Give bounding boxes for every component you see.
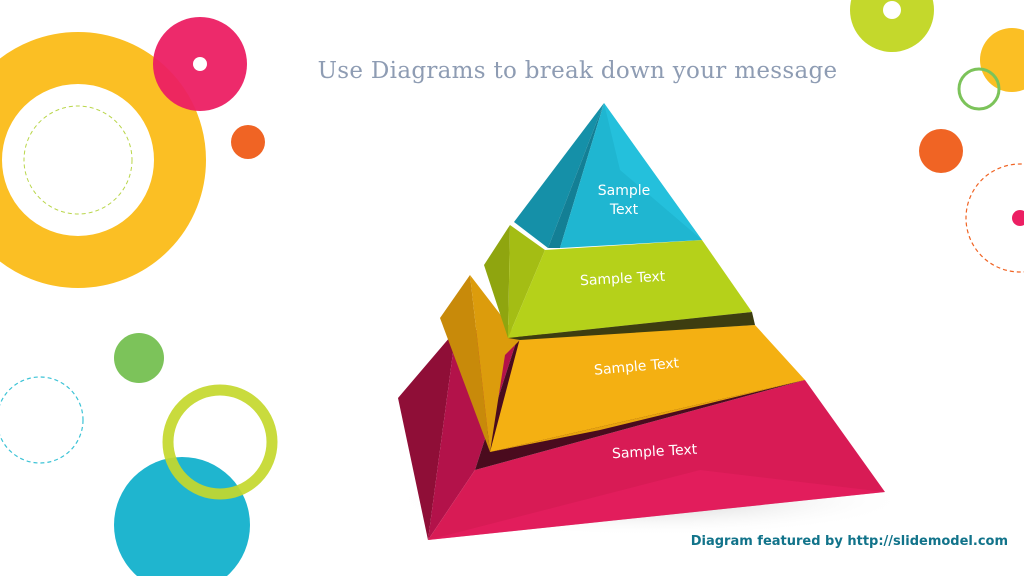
pyramid-level-2: [484, 225, 755, 340]
decor-right: [850, 0, 1024, 273]
pyramid-level-3: [440, 275, 805, 452]
decor-left: [0, 17, 278, 576]
pyramid-level-1: [514, 103, 702, 248]
pink-dot-right: [1012, 210, 1024, 226]
pyramid-level-1-label: Sample Text: [597, 183, 651, 218]
yellow-circle-right: [980, 28, 1024, 92]
green-dot-left: [114, 333, 164, 383]
teal-circle-large: [114, 457, 250, 576]
orange-dot-left: [231, 125, 265, 159]
dashed-ring-left: [23, 105, 133, 215]
teal-dashed-ring: [0, 376, 84, 464]
lime-ring: [162, 384, 278, 500]
orange-dashed-ring: [965, 163, 1024, 273]
orange-circle-right: [919, 129, 963, 173]
white-dot-lime: [883, 1, 901, 19]
green-ring-right: [957, 67, 1001, 111]
white-dot-pink: [193, 57, 207, 71]
slide-title: Use Diagrams to break down your message: [317, 58, 838, 84]
pyramid-diagram: [390, 103, 910, 540]
credit-text[interactable]: Diagram featured by http://slidemodel.co…: [690, 534, 1008, 549]
lime-circle-top: [850, 0, 934, 52]
yellow-ring-large: [0, 32, 206, 288]
